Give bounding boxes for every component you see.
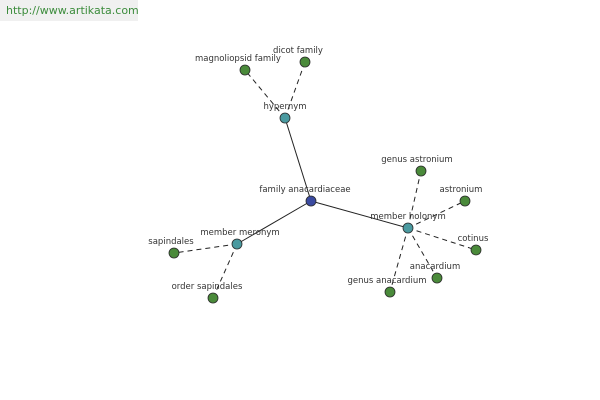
- nodes-layer: [168, 56, 482, 304]
- edge-member-holonym-to-genus-anacardium: [389, 227, 409, 293]
- edge-hypernym-to-dicot-family: [284, 61, 306, 119]
- site-link[interactable]: http://www.artikata.com: [0, 0, 139, 21]
- edges-layer: [173, 61, 477, 299]
- node-astronium[interactable]: [459, 195, 471, 207]
- edge-family-anacardiaceae-to-member-holonym: [310, 200, 409, 229]
- node-label-hypernym[interactable]: hypernym: [263, 102, 306, 112]
- edge-member-holonym-to-cotinus: [407, 227, 477, 251]
- node-label-genus-anacardium[interactable]: genus anacardium: [348, 276, 427, 286]
- node-genus-anacardium[interactable]: [384, 286, 396, 298]
- node-label-sapindales[interactable]: sapindales: [148, 237, 194, 247]
- node-member-holonym[interactable]: [402, 222, 414, 234]
- node-label-family-anacardiaceae[interactable]: family anacardiaceae: [259, 185, 350, 195]
- edge-family-anacardiaceae-to-member-meronym: [236, 200, 312, 245]
- node-label-order-sapindales[interactable]: order sapindales: [172, 282, 243, 292]
- node-hypernym[interactable]: [279, 112, 291, 124]
- node-label-anacardium[interactable]: anacardium: [410, 262, 460, 272]
- edge-member-holonym-to-genus-astronium: [407, 170, 422, 229]
- node-magnoliopsid-family[interactable]: [239, 64, 251, 76]
- edge-member-meronym-to-order-sapindales: [212, 243, 238, 299]
- node-label-genus-astronium[interactable]: genus astronium: [381, 155, 452, 165]
- node-label-dicot-family[interactable]: dicot family: [273, 46, 323, 56]
- edge-member-holonym-to-anacardium: [407, 227, 438, 279]
- node-order-sapindales[interactable]: [207, 292, 219, 304]
- node-label-cotinus[interactable]: cotinus: [458, 234, 489, 244]
- edge-member-holonym-to-astronium: [407, 200, 466, 229]
- labels-layer: family anacardiaceae hypernym member meron…: [148, 46, 489, 292]
- node-label-astronium[interactable]: astronium: [440, 185, 483, 195]
- node-dicot-family[interactable]: [299, 56, 311, 68]
- node-genus-astronium[interactable]: [415, 165, 427, 177]
- node-label-member-holonym[interactable]: member holonym: [370, 212, 445, 222]
- node-family-anacardiaceae[interactable]: [305, 195, 317, 207]
- node-label-magnoliopsid-family[interactable]: magnoliopsid family: [195, 54, 281, 64]
- node-member-meronym[interactable]: [231, 238, 243, 250]
- node-sapindales[interactable]: [168, 247, 180, 259]
- node-cotinus[interactable]: [470, 244, 482, 256]
- edge-hypernym-to-magnoliopsid-family: [244, 69, 286, 119]
- node-anacardium[interactable]: [431, 272, 443, 284]
- edge-family-anacardiaceae-to-hypernym: [284, 117, 312, 202]
- edge-member-meronym-to-sapindales: [173, 243, 238, 254]
- node-label-member-meronym[interactable]: member meronym: [200, 228, 279, 238]
